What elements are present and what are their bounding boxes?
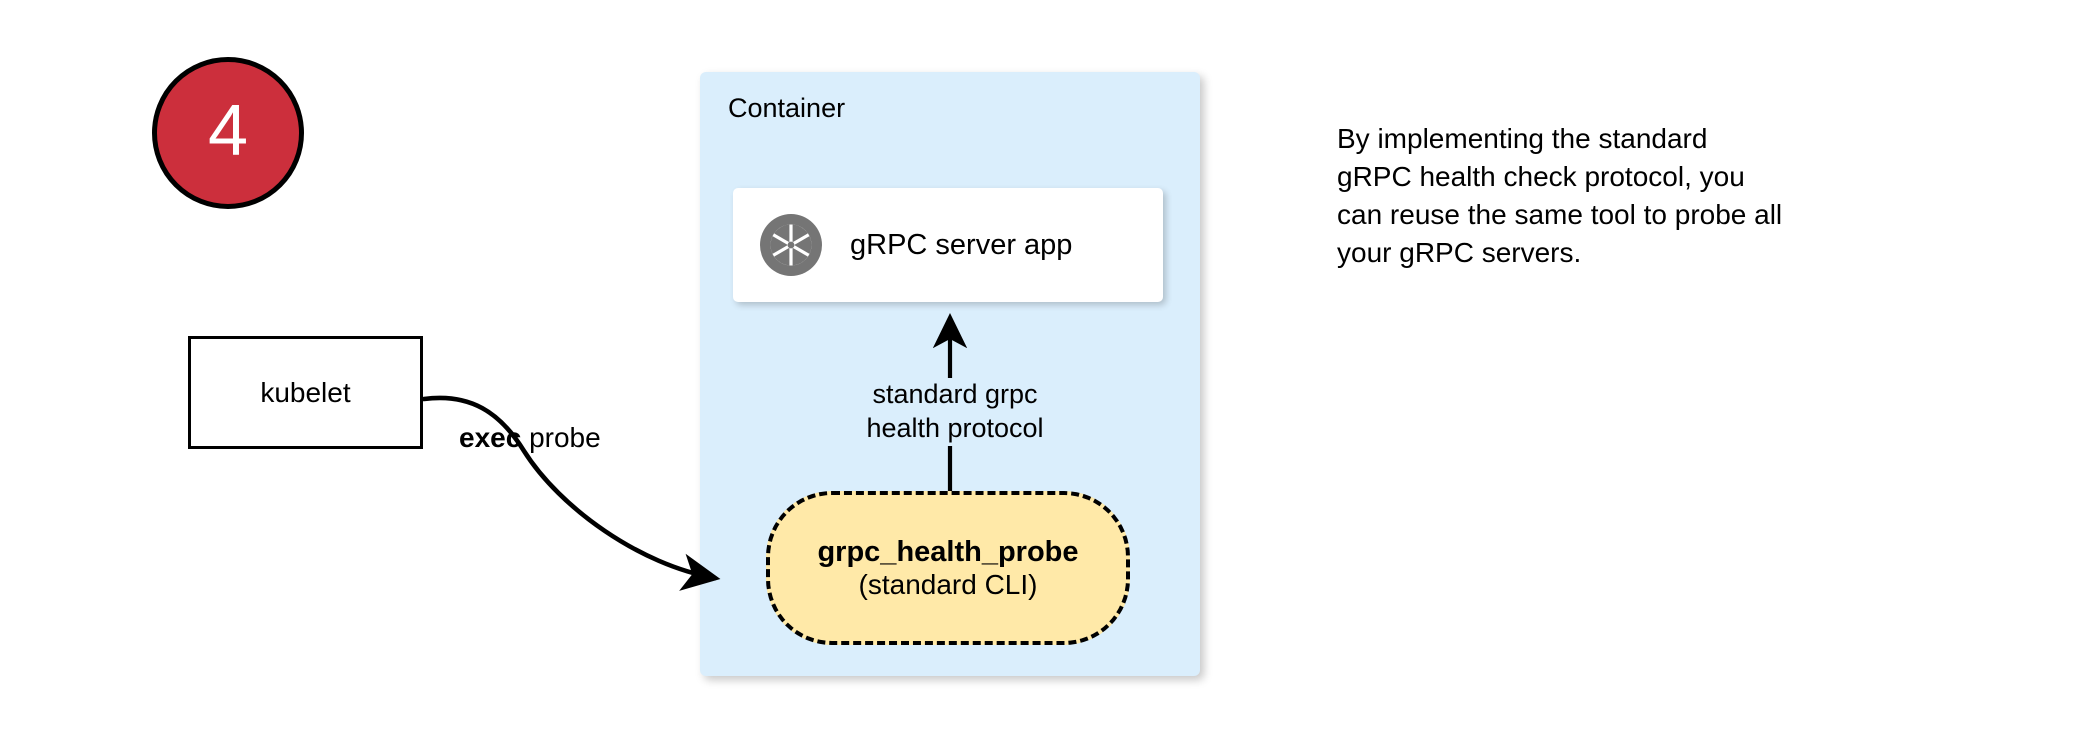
grpc-health-probe-node: grpc_health_probe (standard CLI) — [766, 491, 1130, 645]
grpc-health-probe-title: grpc_health_probe — [817, 536, 1079, 569]
grpc-health-probe-subtitle: (standard CLI) — [858, 568, 1038, 600]
grpc-server-app-card: gRPC server app — [733, 188, 1163, 302]
protocol-line-2: health protocol — [863, 411, 1047, 446]
description-line-3: can reuse the same tool to probe all — [1337, 199, 1783, 231]
description-line-2: gRPC health check protocol, you — [1337, 161, 1745, 193]
protocol-edge-label: standard grpc health protocol — [840, 378, 1070, 446]
exec-probe-keyword: exec — [459, 422, 522, 453]
description-line-4: your gRPC servers. — [1337, 237, 1582, 269]
kubelet-box: kubelet — [188, 336, 423, 449]
description-line-1: By implementing the standard — [1337, 123, 1708, 154]
step-number-label: 4 — [207, 91, 249, 171]
step-number-badge: 4 — [152, 57, 304, 209]
exec-probe-rest: probe — [521, 422, 601, 453]
grpc-aperture-icon — [760, 214, 822, 276]
kubelet-label: kubelet — [260, 376, 351, 408]
exec-probe-edge-label: exec probe — [459, 424, 601, 452]
description-text: By implementing the standard gRPC health… — [1337, 120, 1937, 272]
grpc-server-app-label: gRPC server app — [850, 228, 1073, 261]
container-title-label: Container — [728, 93, 846, 123]
protocol-line-1: standard grpc — [869, 378, 1041, 412]
